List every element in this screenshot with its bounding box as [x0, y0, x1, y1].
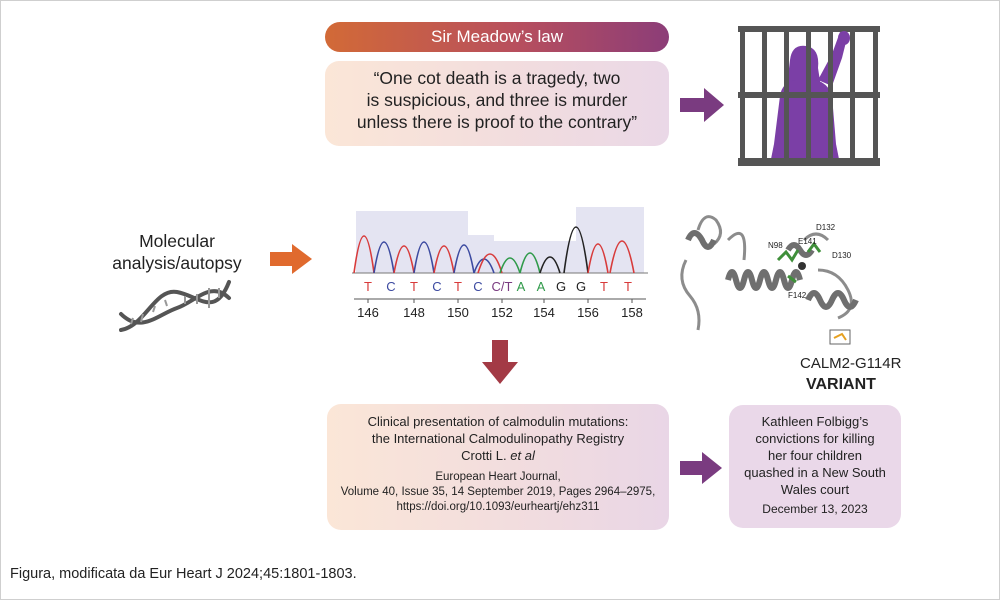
- sequence-chromatogram: T C T C T C C/T A A G G T T 146 148 150 …: [352, 207, 648, 320]
- variant-name: CALM2-G114R: [800, 355, 902, 372]
- law-title-banner: Sir Meadow’s law: [325, 22, 669, 52]
- base-label: G: [576, 279, 586, 294]
- arrow-down-icon: [482, 340, 518, 384]
- prison-bars-icon: [738, 26, 880, 166]
- journal-line: https://doi.org/10.1093/eurheartj/ehz311: [396, 501, 600, 513]
- base-label: C/T: [492, 279, 513, 294]
- base-label: C: [386, 279, 395, 294]
- position-label: 152: [491, 305, 513, 320]
- author-name: Crotti L.: [461, 448, 507, 463]
- verdict-date: December 13, 2023: [762, 502, 868, 516]
- base-label: T: [454, 279, 462, 294]
- quote-line: is suspicious, and three is murder: [366, 90, 628, 110]
- variant-tag: VARIANT: [806, 376, 876, 393]
- label-line: Molecular: [139, 231, 215, 251]
- verdict-line: Kathleen Folbigg’s: [761, 414, 869, 429]
- quote-line: “One cot death is a tragedy, two: [373, 68, 621, 88]
- base-label: T: [364, 279, 372, 294]
- label-line: analysis/autopsy: [112, 253, 242, 273]
- base-label: T: [600, 279, 608, 294]
- position-label: 150: [447, 305, 469, 320]
- residue-label: E141: [798, 237, 817, 246]
- figure-caption: Figura, modificata da Eur Heart J 2024;4…: [10, 566, 357, 582]
- author-suffix: et al: [510, 448, 535, 463]
- base-label: T: [410, 279, 418, 294]
- calmodulin-structure-diagram: D132 N98 E141 D130 F142: [680, 215, 859, 345]
- base-label: C: [432, 279, 441, 294]
- journal-line: European Heart Journal,: [435, 471, 561, 483]
- journal-line: Volume 40, Issue 35, 14 September 2019, …: [340, 486, 656, 498]
- registry-reference-box: Clinical presentation of calmodulin muta…: [327, 404, 669, 530]
- base-label: T: [624, 279, 632, 294]
- base-label: A: [537, 279, 546, 294]
- quote-line: unless there is proof to the contrary”: [356, 112, 638, 132]
- position-label: 148: [403, 305, 425, 320]
- verdict-line: convictions for killing: [755, 431, 875, 446]
- residue-label: D132: [816, 223, 836, 232]
- registry-title-line: Clinical presentation of calmodulin muta…: [367, 414, 629, 429]
- verdict-line: quashed in a New South: [744, 465, 886, 480]
- base-label: G: [556, 279, 566, 294]
- arrow-to-verdict-icon: [680, 452, 722, 484]
- residue-label: N98: [768, 241, 783, 250]
- registry-journal: European Heart Journal, Volume 40, Issue…: [327, 470, 669, 515]
- registry-title-line: the International Calmodulinopathy Regis…: [371, 431, 625, 446]
- dna-helix-icon: [119, 280, 231, 332]
- residue-label: D130: [832, 251, 852, 260]
- position-label: 156: [577, 305, 599, 320]
- molecular-analysis-label: Molecular analysis/autopsy: [112, 230, 242, 274]
- verdict-box: Kathleen Folbigg’s convictions for killi…: [729, 405, 901, 528]
- arrow-to-sequence-icon: [270, 244, 312, 274]
- residue-label: F142: [788, 291, 807, 300]
- position-label: 158: [621, 305, 643, 320]
- verdict-line: her four children: [768, 448, 862, 463]
- base-label: C: [473, 279, 482, 294]
- base-label: A: [517, 279, 526, 294]
- verdict-line: Wales court: [780, 482, 850, 497]
- registry-author: Crotti L. et al: [327, 447, 669, 464]
- position-label: 154: [533, 305, 555, 320]
- arrow-to-prison-icon: [680, 88, 724, 122]
- law-quote-box: “One cot death is a tragedy, two is susp…: [325, 61, 669, 146]
- position-label: 146: [357, 305, 379, 320]
